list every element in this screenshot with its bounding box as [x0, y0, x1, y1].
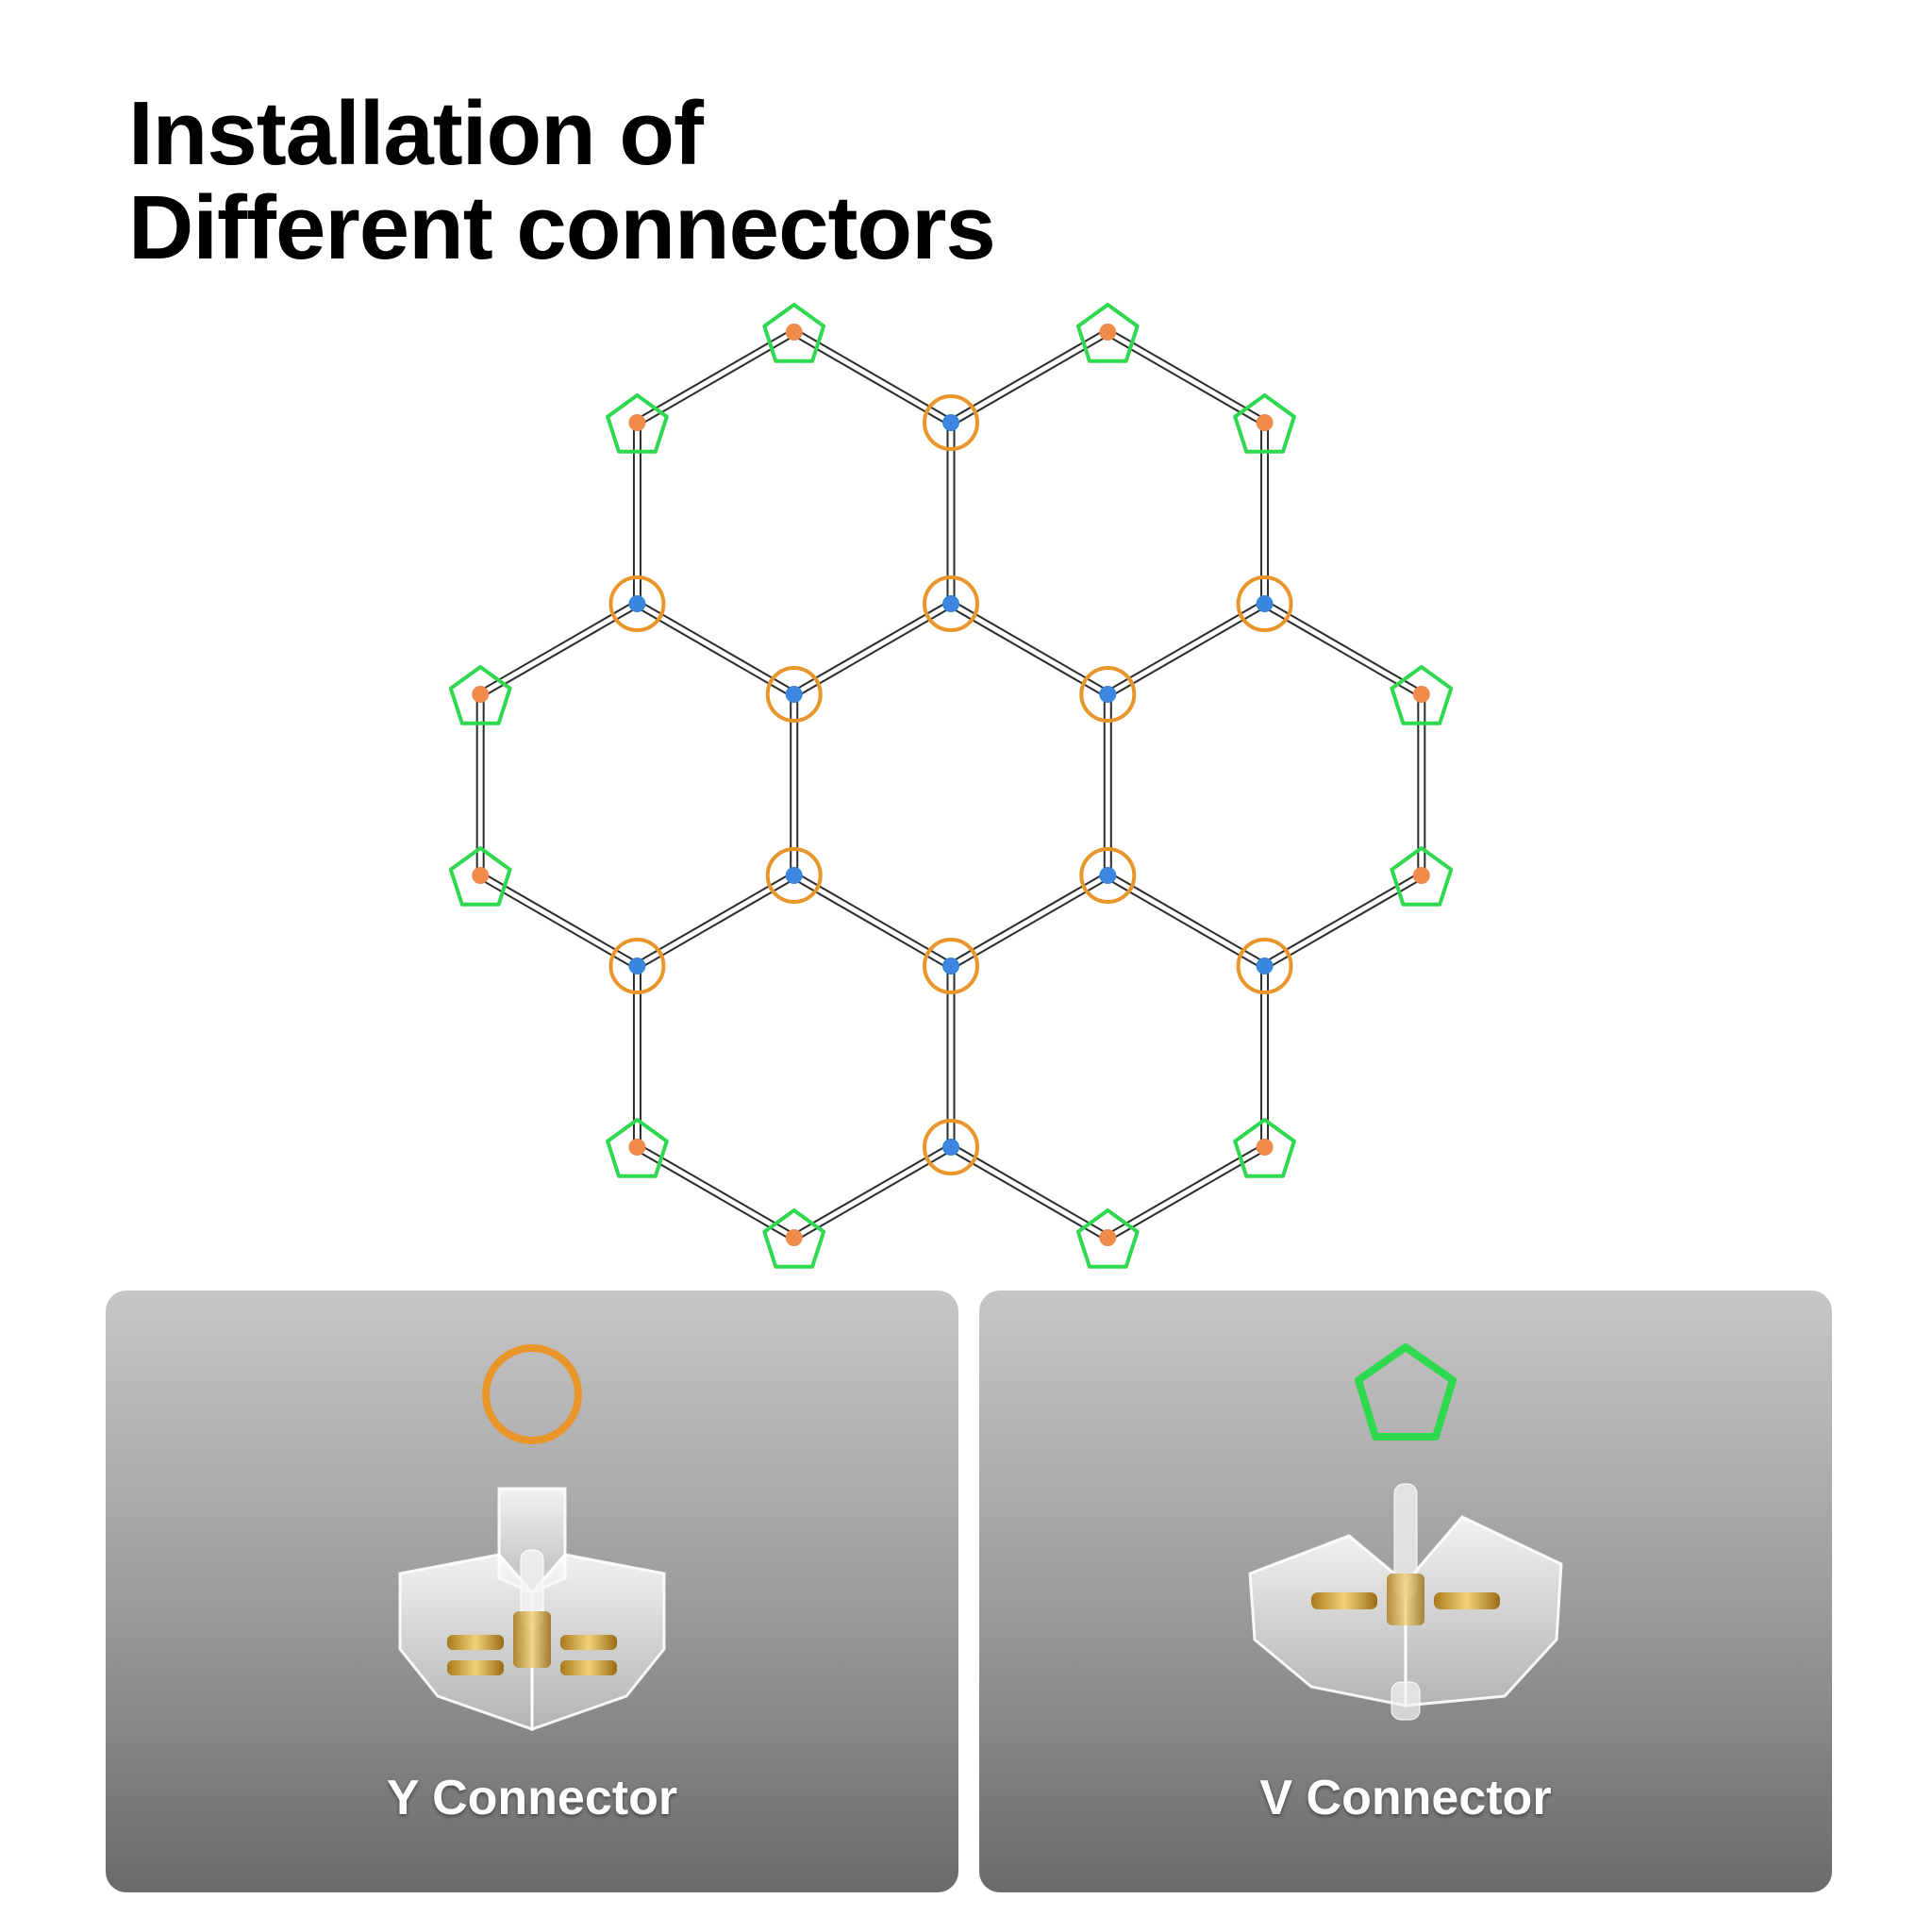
y-connector-marker [608, 575, 666, 632]
v-connector-node [1099, 324, 1117, 341]
y-connector-marker [765, 666, 823, 723]
v-connector-image [1248, 1483, 1563, 1721]
y-connector-marker [1236, 938, 1293, 994]
y-connector-node [942, 414, 959, 431]
frame-rail [477, 600, 640, 698]
hexagon-frame-rails [475, 328, 1426, 1241]
v-connector-node [1099, 1229, 1117, 1246]
v-connector-marker [1075, 303, 1140, 363]
v-connector-node [1412, 867, 1430, 884]
frame-rail [948, 328, 1110, 426]
v-connector-marker [1233, 1118, 1296, 1178]
frame-rail [1106, 872, 1267, 970]
frame-rail [635, 1143, 796, 1241]
frame-rail [635, 600, 796, 698]
v-connector-node [472, 867, 490, 884]
frame-rail [477, 872, 640, 970]
frame-rail [1106, 328, 1267, 426]
v-connector-node [1412, 686, 1430, 703]
frame-rail [1106, 600, 1267, 698]
connector-nodes [472, 324, 1430, 1246]
frame-rail [791, 872, 954, 970]
y-connector-marker [923, 1119, 979, 1175]
frame-rail [635, 328, 796, 426]
y-connector-node [1256, 595, 1274, 612]
frame-rail [948, 872, 1110, 970]
frame-rail [1106, 1143, 1267, 1241]
v-connector-marker [762, 1208, 826, 1269]
y-connector-marker [608, 938, 666, 994]
v-connector-marker [762, 303, 826, 363]
frame-rail [948, 1143, 1110, 1241]
y-connector-node [628, 958, 646, 974]
y-connector-marker [923, 938, 979, 994]
v-connector-marker [1390, 665, 1454, 725]
title-line-1: Installation of [128, 83, 704, 184]
y-connector-label: Y Connector [386, 1771, 678, 1825]
v-connector-marker [1390, 846, 1454, 907]
connector-markers [448, 303, 1454, 1269]
y-connector-node [785, 686, 803, 703]
v-connector-node [1256, 414, 1274, 431]
v-connector-node [472, 686, 490, 703]
y-connector-marker [1236, 575, 1293, 632]
v-connector-node [628, 1139, 646, 1156]
y-connector-marker [923, 394, 979, 451]
v-connector-marker [448, 846, 512, 907]
v-connector-node [1256, 1139, 1274, 1156]
y-connector-marker [1079, 666, 1137, 723]
y-connector-node [785, 867, 803, 884]
y-connector-node [1256, 958, 1274, 974]
v-connector-marker [606, 393, 669, 454]
orange-circle-icon [482, 1344, 582, 1444]
v-connector-label: V Connector [1259, 1771, 1552, 1825]
v-connector-card: V Connector [979, 1291, 1832, 1892]
green-pentagon-icon [1355, 1343, 1457, 1441]
frame-rail [948, 600, 1110, 698]
v-connector-node [785, 324, 803, 341]
title-line-2: Different connectors [128, 177, 996, 278]
v-connector-marker [1075, 1208, 1140, 1269]
y-connector-node [942, 595, 959, 612]
frame-rail [1262, 872, 1424, 970]
v-connector-marker [606, 1118, 669, 1178]
y-connector-node [1099, 867, 1117, 884]
y-connector-marker [923, 575, 979, 632]
v-connector-node [628, 414, 646, 431]
y-connector-node [628, 595, 646, 612]
frame-rail [791, 1143, 954, 1241]
y-connector-node [942, 1139, 959, 1156]
v-connector-marker [1233, 393, 1296, 454]
v-connector-marker [448, 665, 512, 725]
y-connector-marker [1079, 847, 1137, 904]
y-connector-node [1099, 686, 1117, 703]
frame-rail [1262, 600, 1424, 698]
y-connector-marker [765, 847, 823, 904]
y-connector-card: Y Connector [106, 1291, 958, 1892]
v-connector-node [785, 1229, 803, 1246]
y-connector-image [398, 1487, 666, 1732]
frame-rail [791, 600, 954, 698]
page-title: Installation of Different connectors [128, 83, 996, 278]
frame-rail [635, 872, 796, 970]
y-connector-node [942, 958, 959, 974]
frame-rail [791, 328, 954, 426]
